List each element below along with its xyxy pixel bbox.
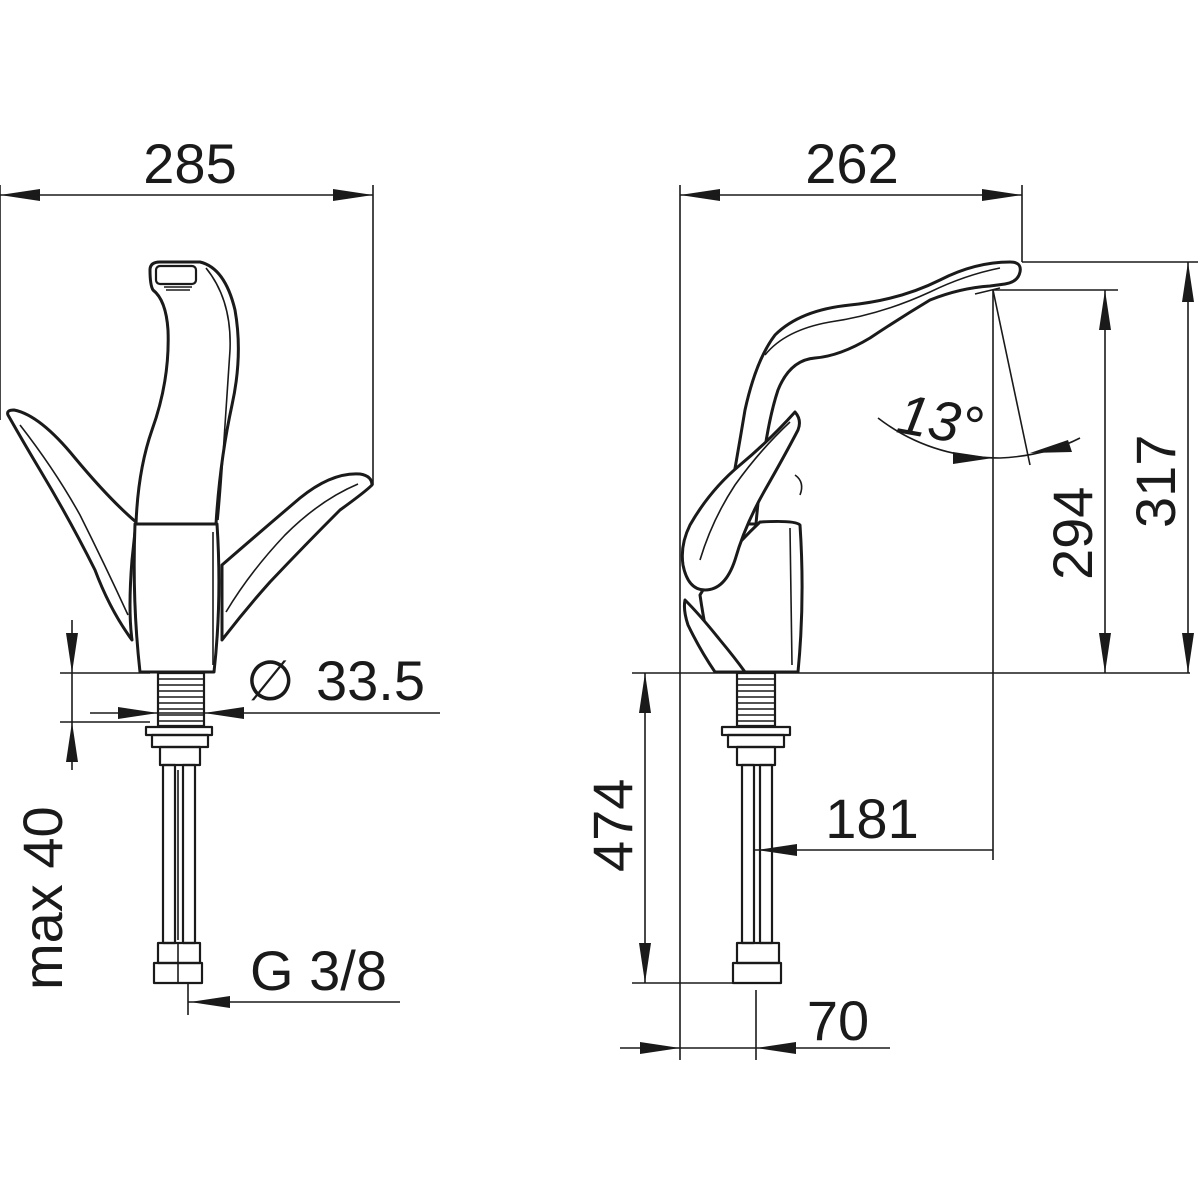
angle-label: 13° xyxy=(893,382,987,459)
front-left-lever-highlight xyxy=(19,424,129,616)
side-view: 262 13° xyxy=(581,132,1198,1060)
arrow-head xyxy=(757,844,797,856)
front-mounting-nut xyxy=(150,733,210,749)
front-spout xyxy=(134,260,240,526)
arrow-head xyxy=(204,707,244,719)
front-right-lever-highlight xyxy=(225,483,359,613)
arrow-head xyxy=(1182,633,1194,673)
arrow-head xyxy=(1182,262,1194,302)
reach-label: 181 xyxy=(825,787,918,850)
side-nut-stem xyxy=(735,745,777,767)
front-view: 285 xyxy=(0,132,440,1015)
front-mixer-body xyxy=(132,522,221,674)
side-mounting-nut xyxy=(726,733,786,749)
front-hose-right xyxy=(181,763,197,945)
arrow-head xyxy=(639,943,651,983)
arrow-head xyxy=(118,707,158,719)
front-hose-fitting xyxy=(156,941,202,965)
front-nut-stem xyxy=(158,745,202,767)
side-body-edge xyxy=(789,527,793,666)
arrow-head xyxy=(982,189,1022,201)
front-width-label: 285 xyxy=(143,132,236,195)
arrow-head xyxy=(680,189,720,201)
max-thickness-label: max 40 xyxy=(11,806,74,990)
total-height-label: 317 xyxy=(1124,435,1187,528)
front-threaded-shank xyxy=(156,671,206,728)
side-lever-edge xyxy=(699,421,791,561)
front-left-lever xyxy=(6,408,138,642)
front-hose-left xyxy=(161,763,177,945)
diameter-label: 33.5 xyxy=(316,649,425,712)
arrow-head xyxy=(333,189,373,201)
front-spout-edge xyxy=(205,267,231,521)
side-shank-threads xyxy=(737,678,775,722)
outlet-angle-line xyxy=(992,289,1031,466)
arrow-head xyxy=(1030,440,1072,453)
side-hose-right xyxy=(758,763,774,945)
arrow-head xyxy=(639,673,651,713)
diameter-symbol: ∅ xyxy=(246,649,295,712)
side-mounting-washer xyxy=(720,725,792,737)
arrow-head xyxy=(0,189,40,201)
arrow-head xyxy=(756,1042,796,1054)
side-hose-left xyxy=(740,763,756,945)
side-spout-edge xyxy=(764,267,1001,356)
arrow-head xyxy=(190,996,230,1008)
arrow-head xyxy=(953,452,993,464)
side-hose-nut xyxy=(731,961,783,985)
outlet-height-label: 294 xyxy=(1041,487,1104,580)
front-right-lever xyxy=(220,472,374,642)
side-hose-fitting xyxy=(735,941,781,965)
side-lever-base xyxy=(682,598,747,674)
front-mounting-washer xyxy=(144,725,214,737)
aerator-icon xyxy=(154,264,198,286)
side-lever-pin xyxy=(794,474,803,496)
arrow-head xyxy=(1099,633,1111,673)
front-shank-threads xyxy=(158,678,204,722)
arrow-head xyxy=(1099,290,1111,330)
arrow-head xyxy=(640,1042,680,1054)
side-lever xyxy=(680,410,801,592)
hose-length-label: 474 xyxy=(581,779,644,872)
arrow-head xyxy=(66,722,78,762)
arrow-head xyxy=(66,633,78,673)
offset-label: 70 xyxy=(807,989,869,1052)
side-threaded-shank xyxy=(735,671,777,728)
side-spout-outlet xyxy=(974,287,1001,295)
side-width-label: 262 xyxy=(805,132,898,195)
thread-label: G 3/8 xyxy=(250,939,387,1002)
